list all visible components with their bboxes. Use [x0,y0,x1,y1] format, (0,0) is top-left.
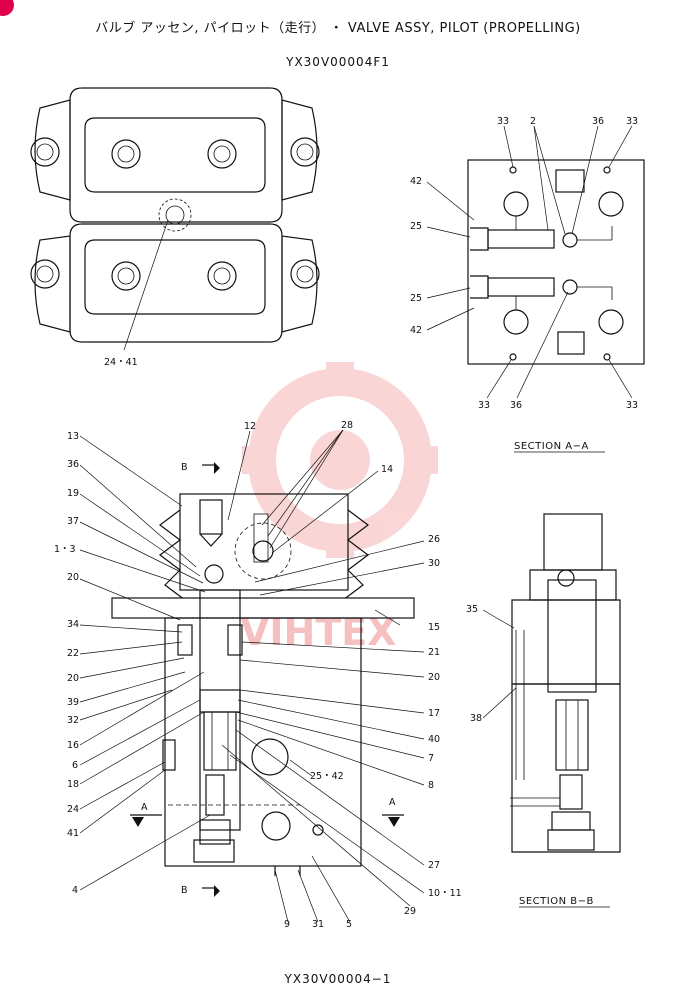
top-view [30,87,320,351]
section-aa-view [426,125,645,399]
label-27: 27 [428,860,440,871]
label-21: 21 [428,647,440,658]
label-16: 16 [67,740,79,751]
marker-b-bottom: B [181,885,188,896]
marker-b-top: B [181,462,188,473]
page-title: バルブ アッセン, パイロット（走行） ・ VALVE ASSY, PILOT … [95,21,581,36]
section-aa-label: SECTION A−A [514,441,589,452]
label-12: 12 [244,421,256,432]
label-38: 38 [470,713,482,724]
watermark-gear [242,362,438,558]
marker-a-left: A [141,802,148,813]
label-15: 15 [428,622,440,633]
label-20-b: 20 [67,673,79,684]
section-bb-view [482,513,621,853]
label-5: 5 [346,919,352,930]
label-26: 26 [428,534,440,545]
main-section-view [111,493,415,876]
label-25-42: 25・42 [310,771,344,782]
label-41: 41 [67,828,79,839]
label-25-b: 25 [410,293,422,304]
label-17: 17 [428,708,440,719]
label-24-b: 24 [67,804,79,815]
label-37: 37 [67,516,79,527]
label-7: 7 [428,753,434,764]
label-22: 22 [67,648,79,659]
label-9: 9 [284,919,290,930]
label-30: 30 [428,558,440,569]
label-18: 18 [67,779,79,790]
label-1-3: 1・3 [54,544,76,555]
label-8: 8 [428,780,434,791]
section-bb-label: SECTION B−B [519,896,594,907]
drawing-code-top: YX30V00004F1 [286,55,390,69]
corner-mark [0,0,14,16]
label-36-c: 36 [67,459,79,470]
label-36-a: 36 [592,116,604,127]
label-40: 40 [428,734,440,745]
label-35: 35 [466,604,478,615]
label-20-a: 20 [67,572,79,583]
label-14: 14 [381,464,393,475]
label-33-a: 33 [497,116,509,127]
label-33-d: 33 [626,400,638,411]
marker-a-right: A [389,797,396,808]
label-28: 28 [341,420,353,431]
drawing-code-bottom: YX30V00004−1 [284,972,392,986]
label-2: 2 [530,116,536,127]
label-32: 32 [67,715,79,726]
label-13: 13 [67,431,79,442]
label-29: 29 [404,906,416,917]
label-20-c: 20 [428,672,440,683]
label-33-b: 33 [626,116,638,127]
label-42-b: 42 [410,325,422,336]
label-31: 31 [312,919,324,930]
label-19: 19 [67,488,79,499]
label-36-b: 36 [510,400,522,411]
section-markers [130,462,404,897]
label-34: 34 [67,619,79,630]
label-4: 4 [72,885,78,896]
label-42-a: 42 [410,176,422,187]
label-24-41: 24・41 [104,357,138,368]
label-10-11: 10・11 [428,888,462,899]
label-25-a: 25 [410,221,422,232]
label-39: 39 [67,697,79,708]
main-view-leaders [79,429,425,923]
label-33-c: 33 [478,400,490,411]
label-6: 6 [72,760,78,771]
